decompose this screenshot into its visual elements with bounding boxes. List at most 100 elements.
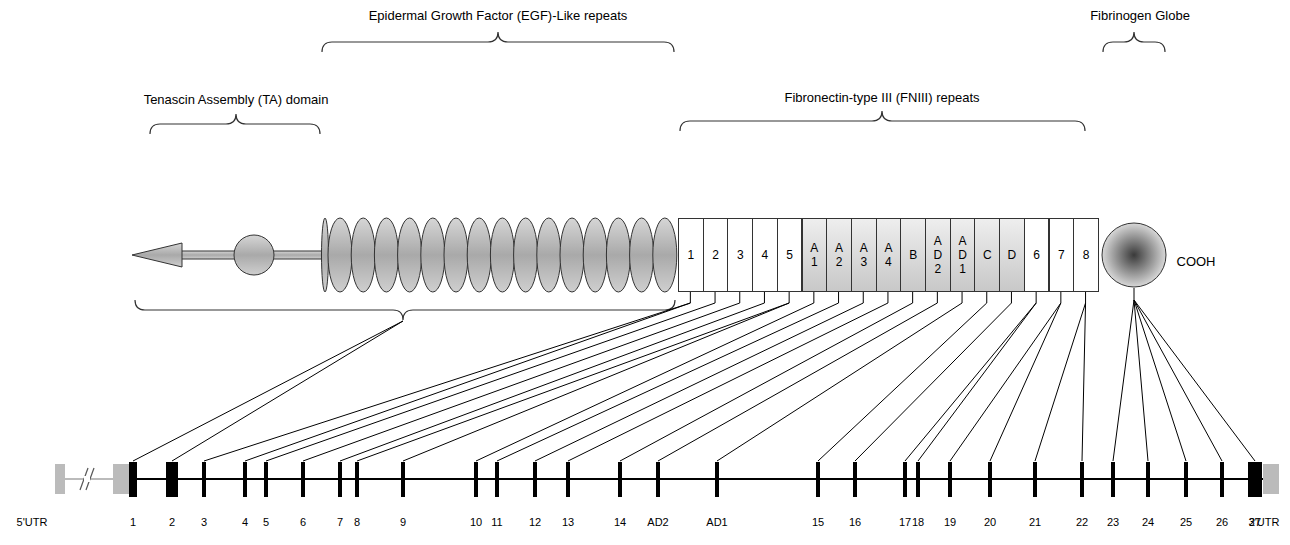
fniii-repeat-box: A 2 bbox=[826, 218, 852, 292]
exon-bar bbox=[355, 462, 359, 497]
repeat-label: 7 bbox=[1056, 248, 1066, 262]
fniii-repeat-box: 4 bbox=[752, 218, 778, 292]
repeat-label: A 2 bbox=[834, 241, 844, 269]
exon-bar bbox=[1248, 462, 1262, 497]
exon-bar bbox=[816, 462, 820, 497]
repeat-label: A D 1 bbox=[958, 234, 968, 276]
exon-number: 12 bbox=[529, 516, 541, 529]
mapping-line bbox=[476, 303, 814, 461]
exon-bar bbox=[916, 462, 920, 497]
repeat-label: A 4 bbox=[883, 241, 893, 269]
mapping-line bbox=[950, 303, 1061, 461]
exon-number: 22 bbox=[1076, 516, 1088, 529]
exon-number: 9 bbox=[400, 516, 406, 529]
mapping-lines bbox=[133, 288, 1255, 461]
exon-number: 17 bbox=[899, 516, 911, 529]
exon-bar bbox=[1080, 462, 1084, 497]
egf-repeat bbox=[583, 218, 607, 292]
repeat-label: A 3 bbox=[859, 241, 869, 269]
repeat-label: 6 bbox=[1032, 248, 1042, 262]
repeat-label: 3 bbox=[735, 248, 745, 262]
egf-repeat bbox=[351, 218, 375, 292]
tick-line bbox=[1060, 292, 1061, 303]
egf-repeat bbox=[322, 218, 329, 292]
ta-knob bbox=[234, 235, 274, 275]
exon-number: 10 bbox=[470, 516, 482, 529]
fniii-repeat-box: A D 1 bbox=[950, 218, 976, 292]
mapping-line bbox=[266, 303, 715, 461]
exon-number: 18 bbox=[912, 516, 924, 529]
fniii-repeat-box: 6 bbox=[1024, 218, 1050, 292]
mapping-line bbox=[172, 321, 403, 461]
mapping-line bbox=[620, 303, 913, 461]
fniii-repeat-box: A 1 bbox=[802, 218, 828, 292]
mapping-line bbox=[245, 303, 690, 461]
tick-line bbox=[789, 292, 790, 303]
repeat-label: B bbox=[908, 248, 918, 262]
exon-bar bbox=[566, 462, 570, 497]
exon-bar bbox=[656, 462, 660, 497]
exon-bar bbox=[1146, 462, 1150, 497]
mapping-line bbox=[497, 303, 839, 461]
fniii-repeat-box: A 4 bbox=[876, 218, 902, 292]
egf-bracket bbox=[322, 32, 674, 52]
exons bbox=[129, 462, 1262, 497]
exon-bar bbox=[533, 462, 537, 497]
exon-number: 20 bbox=[984, 516, 996, 529]
repeat-label: 1 bbox=[686, 248, 696, 262]
domain-heading: Fibronectin-type III (FNIII) repeats bbox=[784, 91, 979, 106]
exon-number: 24 bbox=[1142, 516, 1154, 529]
mapping-line bbox=[204, 303, 690, 461]
egf-repeat bbox=[328, 218, 352, 292]
ta-bracket bbox=[150, 114, 320, 134]
exon-number: AD1 bbox=[706, 516, 727, 529]
utr-label: 3'UTR bbox=[1249, 516, 1280, 529]
exon-bar bbox=[301, 462, 305, 497]
mapping-line bbox=[918, 303, 1036, 461]
egf-repeat bbox=[490, 218, 514, 292]
egf-repeat bbox=[560, 218, 584, 292]
tick-line bbox=[764, 292, 765, 303]
exon-bar bbox=[715, 462, 719, 497]
mapping-line bbox=[855, 303, 1011, 461]
exon-bar bbox=[1184, 462, 1188, 497]
tick-line bbox=[1134, 288, 1135, 300]
mapping-line bbox=[1035, 303, 1086, 461]
mapping-line bbox=[403, 303, 789, 461]
egf-repeat bbox=[653, 218, 677, 292]
utr-label: 5'UTR bbox=[17, 516, 48, 529]
fniii-repeat-box: A D 2 bbox=[925, 218, 951, 292]
exon-number: 14 bbox=[614, 516, 626, 529]
mapping-line bbox=[1134, 300, 1222, 461]
mapping-line bbox=[1134, 300, 1148, 461]
tick-line bbox=[690, 292, 691, 303]
fniii-repeat-box: 5 bbox=[777, 218, 803, 292]
tick-line bbox=[986, 292, 987, 303]
tick-line bbox=[863, 292, 864, 303]
exon-bar bbox=[166, 462, 178, 497]
repeat-label: A D 2 bbox=[933, 234, 943, 276]
exon-number: 13 bbox=[562, 516, 574, 529]
tick-line bbox=[1085, 292, 1086, 303]
exon-number: 15 bbox=[812, 516, 824, 529]
exon-bar bbox=[495, 462, 499, 497]
exon-bar bbox=[338, 462, 342, 497]
mapping-line bbox=[303, 303, 740, 461]
exon-bar bbox=[1220, 462, 1224, 497]
tick-line bbox=[838, 292, 839, 303]
mapping-line bbox=[1113, 300, 1134, 461]
egf-repeat bbox=[398, 218, 422, 292]
exon-bar bbox=[903, 462, 907, 497]
exon-number: 2 bbox=[169, 516, 175, 529]
fibrinogen-bracket bbox=[1103, 32, 1165, 52]
utr-5-box bbox=[55, 464, 65, 494]
repeat-label: C bbox=[982, 248, 992, 262]
mapping-line bbox=[1134, 300, 1255, 461]
mapping-line bbox=[905, 303, 1036, 461]
exon-number: 19 bbox=[944, 516, 956, 529]
repeat-label: A 1 bbox=[809, 241, 819, 269]
break-gap bbox=[84, 476, 90, 482]
mapping-line bbox=[357, 303, 789, 461]
repeat-label: D bbox=[1007, 248, 1017, 262]
